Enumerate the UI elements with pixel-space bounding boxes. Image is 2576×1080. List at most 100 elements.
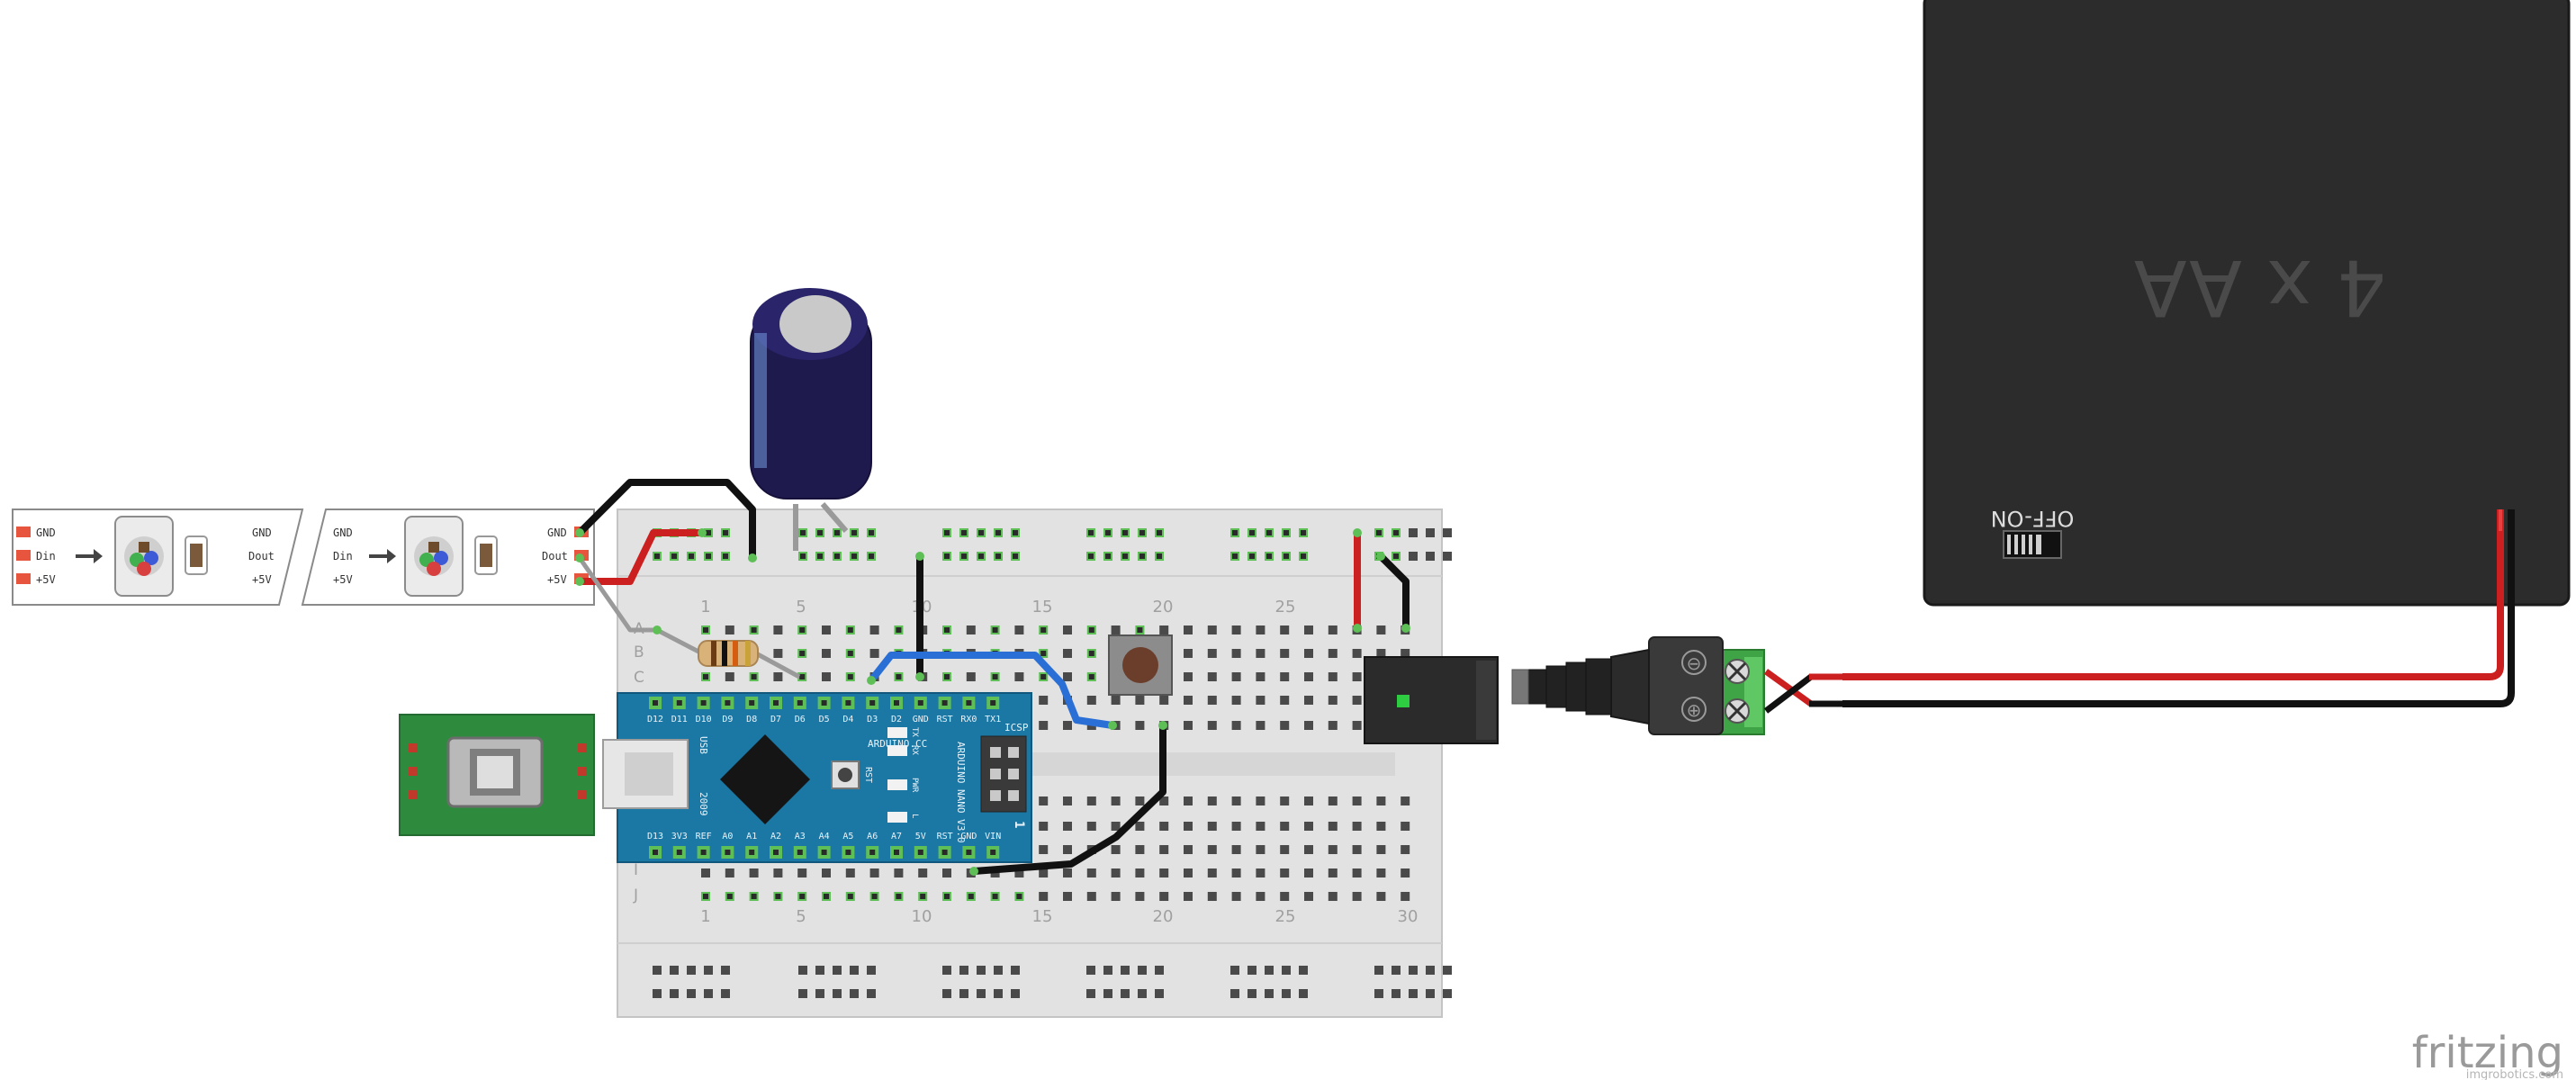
breadboard-hole[interactable] [966, 672, 976, 681]
breadboard-hole[interactable] [1014, 672, 1024, 681]
breadboard-hole[interactable] [1280, 672, 1290, 681]
breadboard-hole[interactable] [773, 868, 783, 878]
breadboard-hole[interactable] [1256, 649, 1265, 658]
breadboard-hole[interactable] [1328, 721, 1338, 730]
breadboard-hole[interactable] [1231, 845, 1241, 854]
breadboard-hole[interactable] [1352, 822, 1362, 831]
breadboard-hole[interactable] [994, 989, 1003, 998]
breadboard-hole[interactable] [1063, 672, 1072, 681]
breadboard-hole[interactable] [1111, 696, 1121, 705]
breadboard-hole[interactable] [1063, 649, 1072, 658]
breadboard-hole[interactable] [1086, 868, 1096, 878]
breadboard-hole[interactable] [1352, 672, 1362, 681]
breadboard-hole[interactable] [1304, 822, 1313, 831]
breadboard-hole[interactable] [797, 868, 807, 878]
breadboard-hole[interactable] [1086, 966, 1095, 975]
breadboard-hole[interactable] [670, 989, 679, 998]
breadboard-hole[interactable] [1426, 966, 1435, 975]
breadboard-hole[interactable] [1086, 989, 1095, 998]
breadboard-hole[interactable] [1328, 696, 1338, 705]
breadboard-hole[interactable] [1207, 892, 1217, 901]
breadboard-hole[interactable] [867, 966, 876, 975]
breadboard-hole[interactable] [1328, 868, 1338, 878]
breadboard-hole[interactable] [1426, 989, 1435, 998]
breadboard-hole[interactable] [1063, 626, 1072, 634]
breadboard-hole[interactable] [1039, 868, 1049, 878]
breadboard-hole[interactable] [1401, 845, 1410, 854]
breadboard-hole[interactable] [1103, 966, 1112, 975]
breadboard-hole[interactable] [959, 989, 968, 998]
breadboard-hole[interactable] [942, 966, 951, 975]
breadboard-hole[interactable] [670, 966, 679, 975]
breadboard-hole[interactable] [1184, 845, 1193, 854]
breadboard-hole[interactable] [1352, 868, 1362, 878]
breadboard-hole[interactable] [1304, 845, 1313, 854]
breadboard-hole[interactable] [1111, 892, 1121, 901]
breadboard-hole[interactable] [1304, 868, 1313, 878]
breadboard-hole[interactable] [701, 868, 710, 878]
breadboard-hole[interactable] [1352, 845, 1362, 854]
breadboard-hole[interactable] [845, 868, 855, 878]
breadboard-hole[interactable] [1352, 892, 1362, 901]
breadboard-hole[interactable] [1184, 672, 1193, 681]
breadboard-hole[interactable] [1304, 721, 1313, 730]
breadboard-hole[interactable] [942, 989, 951, 998]
breadboard-hole[interactable] [1063, 796, 1072, 806]
breadboard-hole[interactable] [1328, 626, 1338, 634]
breadboard-hole[interactable] [1280, 796, 1290, 806]
breadboard-hole[interactable] [1280, 845, 1290, 854]
breadboard-hole[interactable] [687, 989, 696, 998]
breadboard-hole[interactable] [1426, 528, 1435, 537]
breadboard-hole[interactable] [1111, 796, 1121, 806]
breadboard-hole[interactable] [1086, 796, 1096, 806]
breadboard-hole[interactable] [1304, 796, 1313, 806]
breadboard-hole[interactable] [1135, 845, 1145, 854]
breadboard-hole[interactable] [966, 626, 976, 634]
breadboard-hole[interactable] [822, 868, 831, 878]
breadboard-hole[interactable] [721, 989, 730, 998]
breadboard-hole[interactable] [1376, 892, 1386, 901]
breadboard-hole[interactable] [1256, 672, 1265, 681]
breadboard-hole[interactable] [822, 672, 831, 681]
breadboard-hole[interactable] [1328, 892, 1338, 901]
breadboard-hole[interactable] [1207, 626, 1217, 634]
breadboard-hole[interactable] [749, 868, 759, 878]
breadboard-hole[interactable] [1207, 796, 1217, 806]
breadboard-hole[interactable] [1063, 868, 1072, 878]
breadboard-hole[interactable] [1159, 796, 1169, 806]
breadboard-hole[interactable] [1159, 822, 1169, 831]
breadboard-hole[interactable] [1280, 649, 1290, 658]
breadboard-hole[interactable] [850, 966, 859, 975]
breadboard-hole[interactable] [1256, 822, 1265, 831]
breadboard-hole[interactable] [1184, 626, 1193, 634]
breadboard-hole[interactable] [1376, 868, 1386, 878]
breadboard-hole[interactable] [1111, 868, 1121, 878]
breadboard-hole[interactable] [773, 626, 783, 634]
breadboard-hole[interactable] [1135, 822, 1145, 831]
breadboard-hole[interactable] [1409, 528, 1418, 537]
breadboard-hole[interactable] [994, 966, 1003, 975]
breadboard-hole[interactable] [1184, 649, 1193, 658]
breadboard-hole[interactable] [1231, 892, 1241, 901]
breadboard-hole[interactable] [1392, 966, 1401, 975]
breadboard-hole[interactable] [1230, 989, 1239, 998]
breadboard-hole[interactable] [1159, 845, 1169, 854]
breadboard-hole[interactable] [1299, 966, 1308, 975]
breadboard-hole[interactable] [1155, 966, 1164, 975]
breadboard-hole[interactable] [1231, 822, 1241, 831]
breadboard-hole[interactable] [704, 989, 713, 998]
breadboard-hole[interactable] [822, 626, 831, 634]
breadboard-hole[interactable] [798, 966, 807, 975]
breadboard-hole[interactable] [1352, 721, 1362, 730]
breadboard-hole[interactable] [1159, 892, 1169, 901]
breadboard-hole[interactable] [1039, 696, 1049, 705]
breadboard-hole[interactable] [773, 649, 783, 658]
breadboard-hole[interactable] [725, 868, 734, 878]
breadboard-hole[interactable] [1039, 721, 1049, 730]
breadboard-hole[interactable] [1121, 989, 1130, 998]
breadboard-hole[interactable] [1374, 989, 1383, 998]
breadboard-hole[interactable] [867, 989, 876, 998]
breadboard-hole[interactable] [869, 649, 879, 658]
breadboard-hole[interactable] [1138, 989, 1147, 998]
breadboard-hole[interactable] [1135, 721, 1145, 730]
